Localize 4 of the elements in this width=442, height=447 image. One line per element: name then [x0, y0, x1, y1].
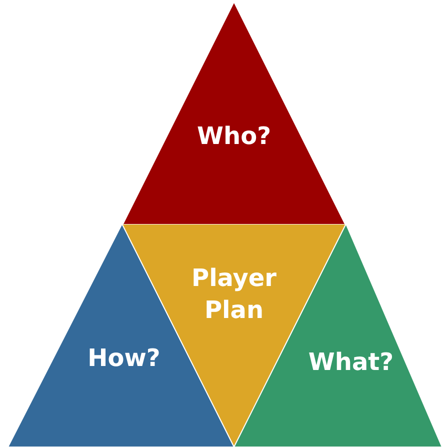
segment-label: Who?	[196, 121, 272, 152]
segment-label: How?	[86, 343, 162, 374]
segment-label: What?	[307, 347, 395, 378]
segment-label: Player Plan	[190, 263, 278, 326]
